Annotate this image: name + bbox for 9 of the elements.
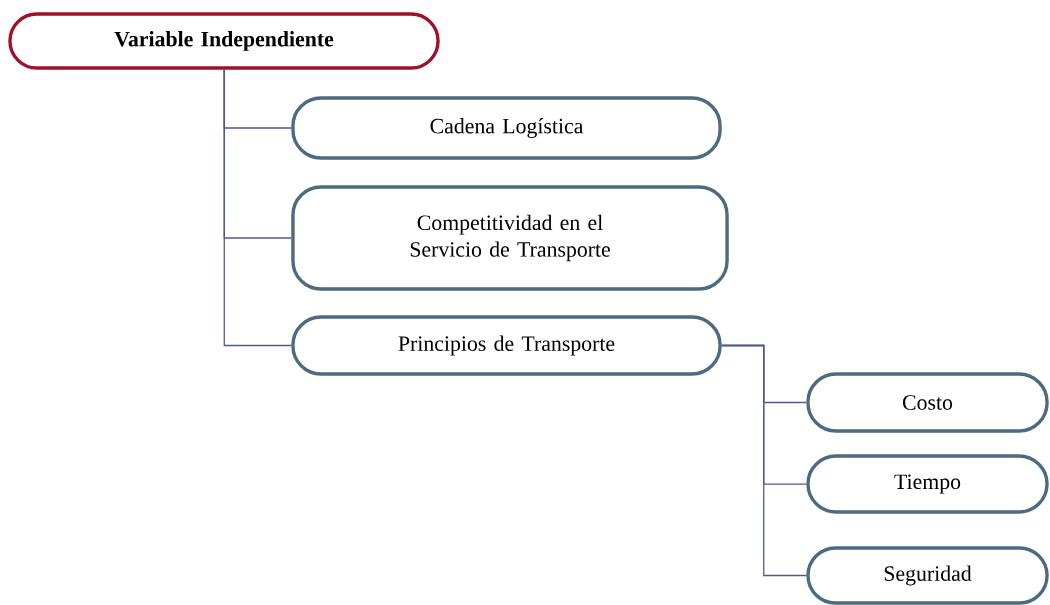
rounded-box: Cadena Logística bbox=[291, 96, 722, 160]
rounded-box: Variable Independiente bbox=[8, 12, 440, 70]
rounded-box: Principios de Transporte bbox=[291, 315, 722, 376]
rounded-box: Seguridad bbox=[806, 546, 1049, 605]
rounded-box: Costo bbox=[806, 372, 1049, 433]
rounded-box: Competitividad en el Servicio de Transporte bbox=[291, 185, 729, 291]
connector-line bbox=[721, 344, 807, 577]
rounded-box: Tiempo bbox=[806, 454, 1049, 514]
connector-line bbox=[223, 69, 292, 347]
